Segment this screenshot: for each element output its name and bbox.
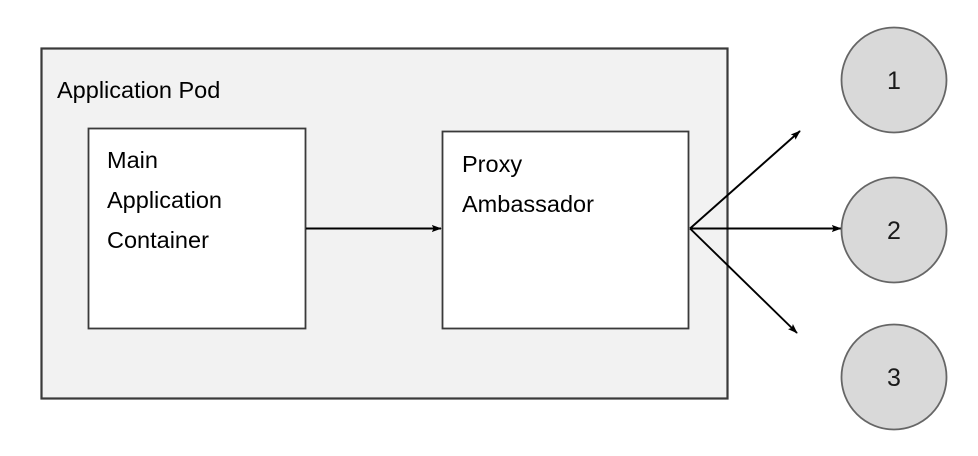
endpoint-2-circle <box>840 176 948 284</box>
main-application-container-line-3: Container <box>107 227 209 253</box>
endpoint-2-label: 2 <box>887 217 901 245</box>
proxy-ambassador-box <box>441 130 690 330</box>
main-application-container-box <box>87 127 307 330</box>
connector-proxy-to-endpoint-1 <box>689 130 801 230</box>
application-pod-label: Application Pod <box>57 77 220 103</box>
endpoint-1-circle <box>840 26 948 134</box>
proxy-ambassador-line-2: Ambassador <box>462 191 594 217</box>
connector-proxy-to-endpoint-3 <box>689 227 798 334</box>
proxy-ambassador-line-1: Proxy <box>462 151 522 177</box>
endpoint-3-label: 3 <box>887 364 901 392</box>
main-application-container-line-2: Application <box>107 187 222 213</box>
endpoint-3-circle <box>840 323 948 431</box>
endpoint-1-label: 1 <box>887 67 901 95</box>
main-application-container-line-1: Main <box>107 147 158 173</box>
